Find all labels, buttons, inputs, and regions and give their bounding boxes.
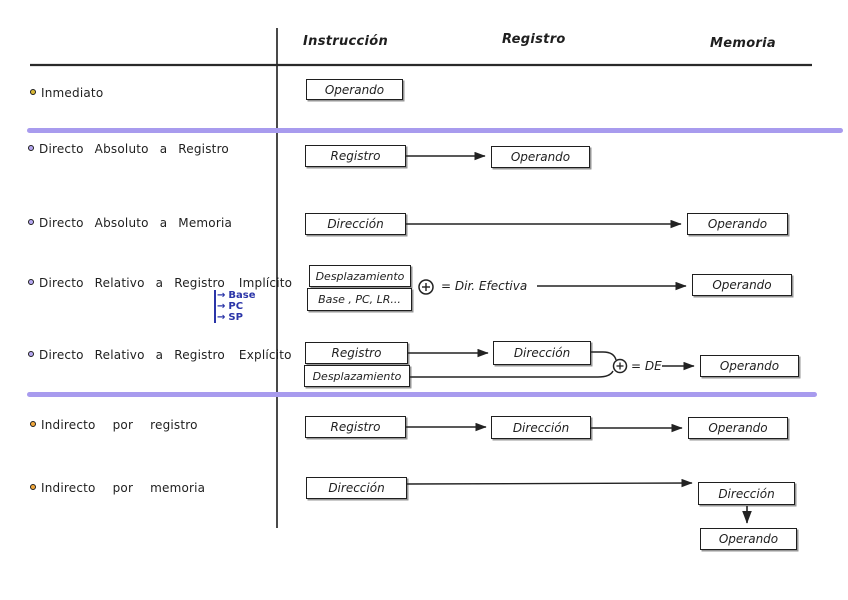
row-label-qualifier: Implícito: [238, 276, 293, 290]
box-direccion: Dirección: [306, 477, 407, 499]
box-direccion: Dirección: [493, 341, 591, 365]
bullet-icon: [28, 351, 34, 357]
column-header-registro: Registro: [502, 32, 566, 47]
de-text: = DE: [631, 359, 662, 373]
row-label-directo-abs-reg: Directo Absoluto a Registro: [39, 142, 229, 156]
connector-desplazamiento-oplus: [409, 370, 614, 378]
row-label-indirecto-reg: Indirecto por registro: [41, 418, 198, 432]
dir-efectiva-text: = Dir. Efectiva: [441, 279, 528, 293]
box-desplazamiento: Desplazamiento: [309, 265, 411, 287]
row-label-directo-rel-exp: Directo Relativo a Registro Explícito: [39, 348, 292, 362]
sublist-item: →SP: [217, 312, 256, 323]
row-label-qualifier: Explícito: [238, 348, 292, 362]
bullet-icon: [28, 279, 34, 285]
box-registro: Registro: [305, 145, 406, 167]
implicit-register-sublist: →Base →PC →SP: [214, 290, 256, 323]
box-operando: Operando: [692, 274, 792, 296]
sublist-item: →PC: [217, 301, 256, 312]
row-label-inmediato: Inmediato: [41, 86, 104, 100]
section-divider-bottom: [27, 392, 817, 397]
bullet-icon: [30, 484, 36, 490]
box-base-pc-lr: Base , PC, LR...: [307, 288, 412, 311]
column-header-memoria: Memoria: [710, 36, 776, 51]
box-operando: Operando: [306, 79, 403, 100]
sublist-item: →Base: [217, 290, 256, 301]
row-label-text: Directo Relativo a Registro: [39, 348, 225, 362]
oplus-icon: [612, 358, 628, 374]
box-operando: Operando: [700, 355, 799, 377]
box-operando: Operando: [688, 417, 788, 439]
section-divider-top: [27, 128, 843, 133]
row-label-indirecto-mem: Indirecto por memoria: [41, 481, 206, 495]
box-registro: Registro: [305, 342, 408, 364]
column-header-instruccion: Instrucción: [303, 34, 389, 49]
row-label-directo-abs-mem: Directo Absoluto a Memoria: [39, 216, 233, 230]
sublist-item-label: Base: [228, 290, 256, 301]
sublist-item-label: SP: [228, 312, 243, 323]
branch-arrow-icon: →: [217, 290, 226, 301]
box-direccion: Dirección: [305, 213, 406, 235]
arrow-direccion-direccion: [406, 478, 693, 488]
row-label-directo-rel-imp: Directo Relativo a Registro Implícito: [39, 276, 292, 290]
box-direccion: Dirección: [491, 416, 591, 439]
connector-direccion-oplus: [591, 351, 617, 361]
bullet-icon: [28, 219, 34, 225]
box-operando: Operando: [700, 528, 797, 550]
box-desplazamiento: Desplazamiento: [304, 365, 410, 387]
box-registro: Registro: [305, 416, 406, 438]
bullet-icon: [30, 421, 36, 427]
bullet-icon: [30, 89, 36, 95]
branch-arrow-icon: →: [217, 312, 226, 323]
box-operando: Operando: [687, 213, 788, 235]
oplus-icon: [418, 279, 434, 295]
box-operando: Operando: [491, 146, 590, 168]
row-label-text: Directo Relativo a Registro: [39, 276, 225, 290]
branch-arrow-icon: →: [217, 301, 226, 312]
box-direccion-memoria: Dirección: [698, 482, 795, 505]
sublist-item-label: PC: [228, 301, 244, 312]
bullet-icon: [28, 145, 34, 151]
